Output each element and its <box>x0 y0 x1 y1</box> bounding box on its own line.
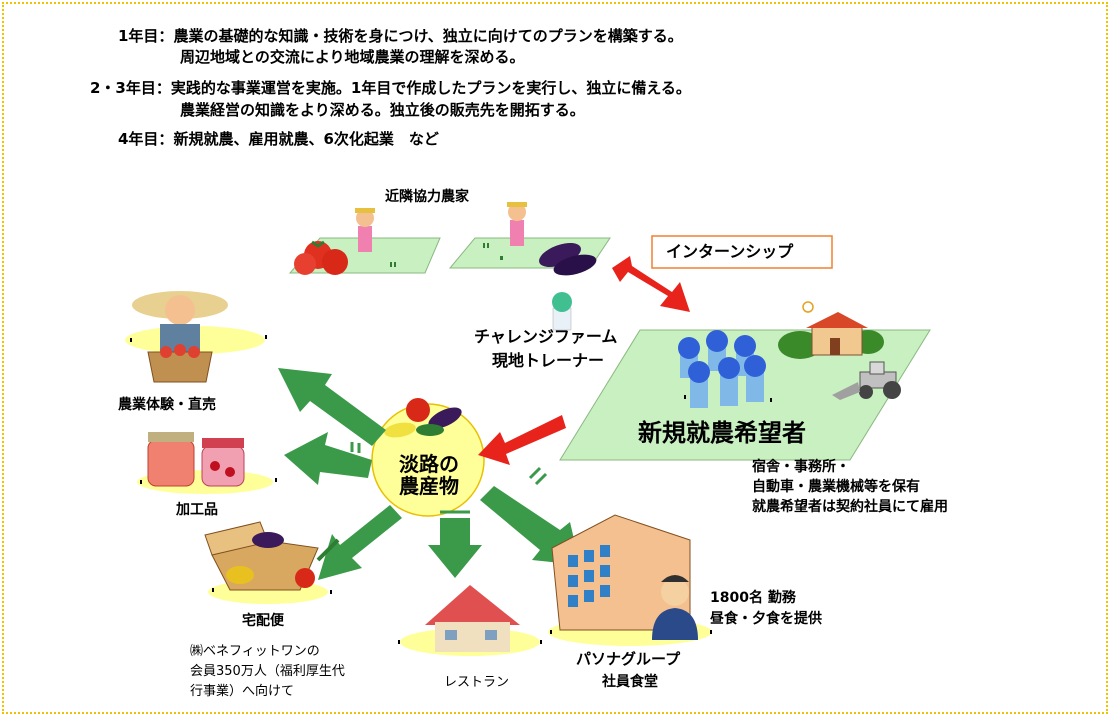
arrow-to-experience <box>278 368 386 446</box>
delivery-note-line3: 行事業）へ向けて <box>190 684 295 699</box>
tomato-icon <box>294 240 348 275</box>
restaurant-label: レストラン <box>444 675 510 690</box>
internship-box <box>651 235 833 269</box>
facilities-line2: 自動車・農業機械等を保有 <box>752 479 920 495</box>
plan-year4: 4年目：新規就農、雇用就農、6次化起業 など <box>118 130 439 148</box>
supply-arrow <box>478 415 566 465</box>
basket-farmer-icon <box>132 291 228 383</box>
center-label-line2: 農産物 <box>399 474 459 498</box>
arrow-to-restaurant <box>428 518 482 578</box>
cafeteria-label-line1: パソナグループ <box>576 650 681 668</box>
plan-year1-line1: 1年目：農業の基礎的な知識・技術を身につけ、独立に向けてのプランを構築する。 <box>118 27 683 45</box>
facilities-line3: 就農希望者は契約社員にて雇用 <box>752 499 948 515</box>
delivery-note-line2: 会員350万人（福利厚生代 <box>190 664 345 679</box>
delivery-label: 宅配便 <box>242 613 284 629</box>
internship-arrow <box>612 256 690 312</box>
building-icon <box>551 514 691 631</box>
plan-year23-line2: 農業経営の知識をより深める。独立後の販売先を開拓する。 <box>180 101 585 119</box>
businessman-icon <box>652 575 698 640</box>
arrow-to-cafeteria <box>480 486 580 565</box>
trainer-label: 現地トレーナー <box>492 351 605 370</box>
trainer-icon <box>552 292 572 331</box>
experience-label: 農業体験・直売 <box>118 397 216 413</box>
restaurant-icon <box>425 585 520 652</box>
distribution-arrows <box>278 368 580 580</box>
arrow-stripes <box>350 442 548 514</box>
newcomer-label: 新規就農希望者 <box>638 419 806 447</box>
arrow-to-processed <box>284 432 372 485</box>
newcomer-group-icon <box>678 330 766 408</box>
delivery-box-icon <box>204 521 340 591</box>
neighbor-farms-label: 近隣協力農家 <box>385 189 469 205</box>
vegetables-icon <box>384 398 462 438</box>
jar-icon <box>147 432 245 487</box>
decorative-ticks <box>130 335 772 644</box>
delivery-note-line1: ㈱ベネフィットワンの <box>190 644 320 659</box>
tractor-icon <box>832 361 901 400</box>
field-marks <box>390 243 503 267</box>
cafeteria-label-line2: 社員食堂 <box>602 674 658 690</box>
arrow-to-delivery <box>318 505 402 580</box>
staff-label-line2: 昼食・夕食を提供 <box>710 611 822 627</box>
plan-year1-line2: 周辺地域との交流により地域農業の理解を深める。 <box>180 48 525 66</box>
plan-year23-line1: 2・3年目：実践的な事業運営を実施。1年目で作成したプランを実行し、独立に備える… <box>90 79 691 97</box>
challenge-farm-label: チャレンジファーム <box>474 327 618 346</box>
staff-label-line1: 1800名 勤務 <box>710 590 796 606</box>
processed-label: 加工品 <box>176 502 218 518</box>
internship-label: インターンシップ <box>666 242 794 261</box>
center-label-line1: 淡路の <box>399 452 459 476</box>
farmer-icon-right <box>507 202 527 246</box>
facilities-line1: 宿舎・事務所・ <box>752 459 850 475</box>
farmer-icon-left <box>355 208 375 252</box>
house-icon <box>778 301 884 359</box>
eggplant-icon <box>539 242 597 276</box>
